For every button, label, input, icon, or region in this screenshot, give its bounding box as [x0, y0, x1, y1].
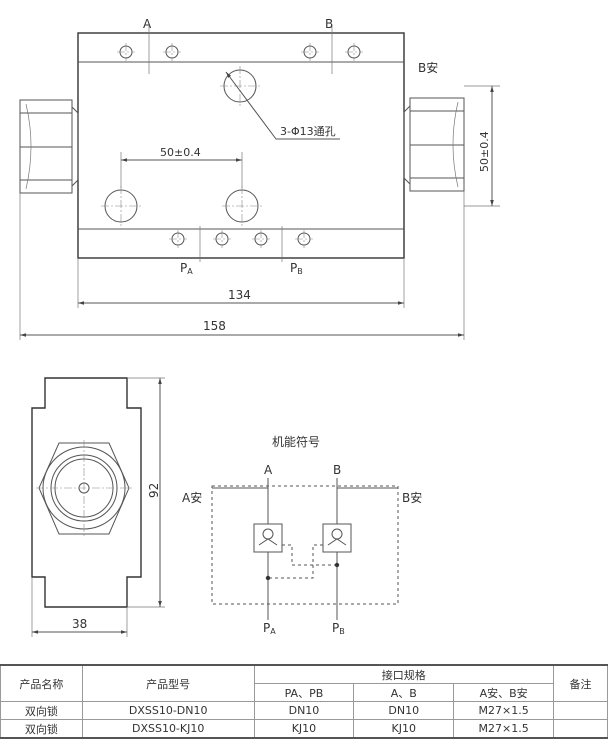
- symbol-port-pa: PA: [263, 621, 276, 636]
- cell-a-b: KJ10: [353, 719, 455, 739]
- left-hex-fitting: [19, 99, 79, 194]
- valve-body-outline: [77, 32, 405, 259]
- header-product-model: 产品型号: [81, 664, 255, 702]
- dim-50-vertical: 50±0.4: [478, 131, 491, 172]
- symbol-port-b: B: [333, 463, 341, 477]
- cell-safe: M27×1.5: [453, 719, 555, 739]
- cell-pa-pb: DN10: [253, 701, 355, 720]
- dim-38: 38: [72, 617, 87, 631]
- table-row: 双向锁 DXSS10-KJ10 KJ10 KJ10 M27×1.5: [0, 719, 608, 739]
- header-a-b-safe: A安、B安: [453, 683, 555, 702]
- symbol-port-b-safe: B安: [402, 490, 422, 505]
- port-pa-label: PA: [180, 261, 193, 276]
- dim-158: 158: [203, 319, 226, 333]
- spec-table: 产品名称 产品型号 接口规格 备注 PA、PB A、B A安、B安 双向锁 DX…: [0, 664, 608, 739]
- header-product-name: 产品名称: [0, 664, 83, 702]
- hole-note: 3-Φ13通孔: [280, 125, 336, 138]
- dim-50-horizontal: 50±0.4: [160, 146, 201, 159]
- function-symbol: 机能符号 A B A安 B安 PA PB: [182, 434, 422, 636]
- symbol-port-pb: PB: [332, 621, 345, 636]
- cell-remark: [553, 701, 608, 720]
- table-row: 双向锁 DXSS10-DN10 DN10 DN10 M27×1.5: [0, 701, 608, 720]
- symbol-title: 机能符号: [272, 434, 320, 449]
- port-pb-label: PB: [290, 261, 303, 276]
- cell-remark: [553, 719, 608, 739]
- cell-pa-pb: KJ10: [253, 719, 355, 739]
- header-pa-pb: PA、PB: [253, 683, 355, 702]
- header-port-spec: 接口规格: [253, 664, 555, 684]
- technical-drawing: A B B安 3-Φ13通孔 50±0.4 50±0.4: [19, 17, 500, 637]
- cell-safe: M27×1.5: [453, 701, 555, 720]
- top-flange-holes: [117, 26, 363, 74]
- header-remarks: 备注: [553, 664, 608, 702]
- cell-name: 双向锁: [0, 701, 83, 720]
- header-a-b: A、B: [353, 683, 455, 702]
- port-a-label: A: [143, 17, 152, 31]
- dim-134: 134: [228, 288, 251, 302]
- cell-model: DXSS10-DN10: [81, 701, 255, 720]
- right-hex-fitting: [403, 97, 465, 192]
- port-b-safe-label: B安: [418, 60, 438, 75]
- top-view: A B B安 3-Φ13通孔 50±0.4 50±0.4: [19, 17, 500, 340]
- cell-a-b: DN10: [353, 701, 455, 720]
- dim-92: 92: [147, 483, 161, 498]
- bottom-flange-holes: [169, 226, 313, 262]
- port-b-label: B: [325, 17, 333, 31]
- cell-name: 双向锁: [0, 719, 83, 739]
- cell-model: DXSS10-KJ10: [81, 719, 255, 739]
- symbol-port-a: A: [264, 463, 273, 477]
- through-holes: [101, 66, 262, 226]
- symbol-port-a-safe: A安: [182, 490, 202, 505]
- side-view: 92 38: [31, 377, 165, 637]
